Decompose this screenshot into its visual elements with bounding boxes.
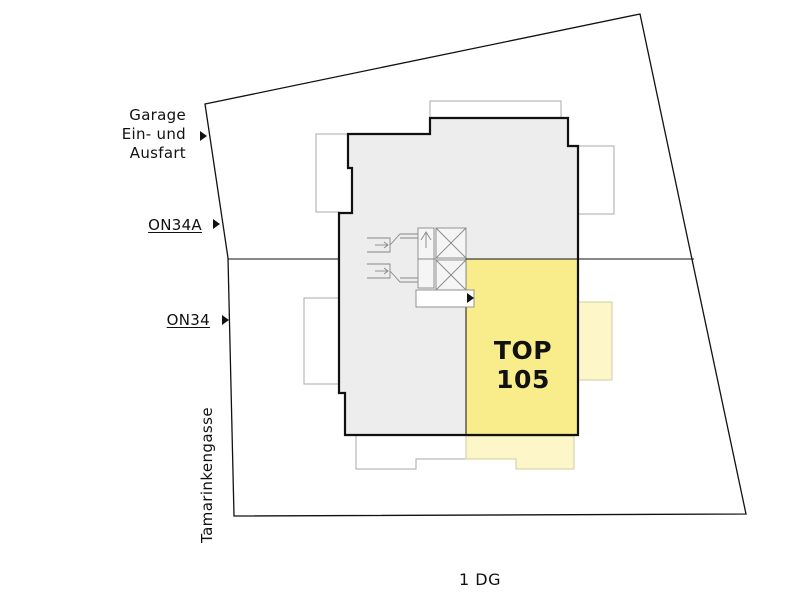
on34-entrance-arrow-icon[interactable] (222, 315, 229, 325)
stair-landing (417, 227, 435, 289)
balcony-left (303, 297, 340, 385)
garage-label: Garage Ein- und Ausfart (104, 106, 186, 163)
plot-boundary (204, 13, 747, 517)
balcony-top-left (315, 133, 349, 213)
unit-entrance-arrow-icon[interactable] (467, 293, 474, 303)
unit-balcony-bottom (465, 435, 575, 470)
unit-top-105[interactable] (465, 258, 579, 436)
balcony-bottom-left (355, 436, 466, 470)
unit-entrance-corridor (415, 289, 475, 308)
garage-label-line-3: Ausfart (129, 144, 186, 162)
unit-label[interactable]: TOP 105 (493, 336, 553, 394)
street-label: Tamarinkengasse (198, 407, 216, 543)
garage-entrance-arrow-icon[interactable] (200, 131, 207, 141)
on34a-entrance-arrow-icon[interactable] (213, 219, 220, 229)
garage-label-line-1: Garage (129, 106, 186, 124)
building-outline (337, 116, 580, 437)
balcony-top-right (570, 145, 615, 215)
unit-balcony-right (577, 301, 613, 381)
floor-label: 1 DG (459, 570, 501, 589)
building-on34a-link[interactable]: ON34A (148, 216, 202, 234)
building-on34-link[interactable]: ON34 (166, 311, 210, 329)
garage-label-line-2: Ein- und (121, 125, 186, 143)
